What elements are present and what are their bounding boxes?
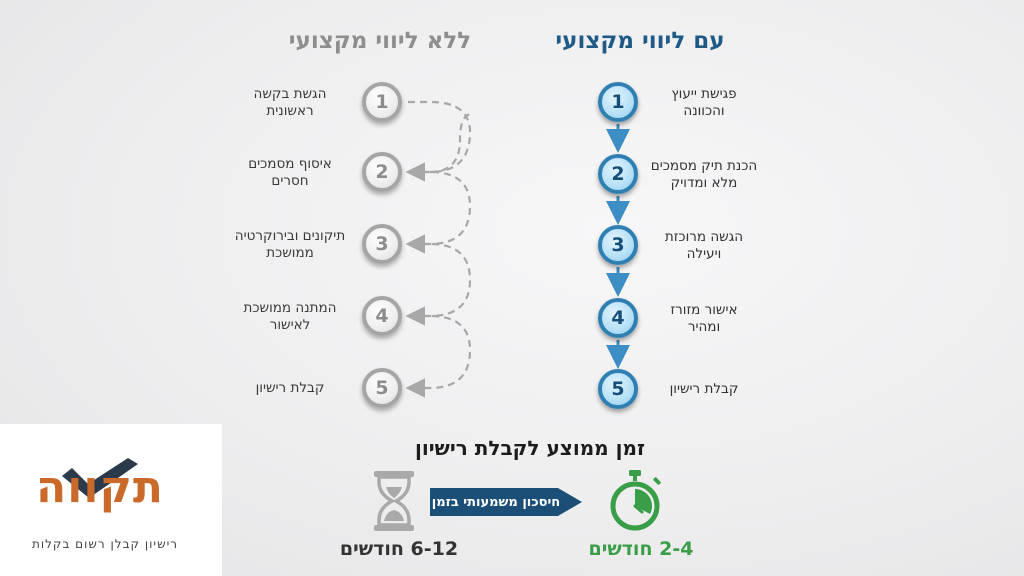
with-step-3-circle: 3 [598, 225, 638, 265]
time-savings-arrow [430, 488, 582, 516]
without-step-1-circle: 1 [362, 82, 402, 122]
with-step-4-circle: 4 [598, 298, 638, 338]
stopwatch-icon [610, 470, 661, 531]
checkmark-icon [62, 458, 138, 498]
slow-duration: 6-12 חודשים [339, 538, 459, 560]
without-step-5-circle: 5 [362, 368, 402, 408]
without-guidance-arrows [405, 100, 473, 398]
logo-panel: תקווה רישיון קבלן רשום בקלות [0, 424, 222, 576]
logo-wordmark: תקווה [36, 462, 164, 513]
hourglass-icon [374, 471, 414, 531]
with-step-2-circle: 2 [598, 154, 638, 194]
logo-tagline: רישיון קבלן רשום בקלות [31, 537, 179, 551]
with-step-1-circle: 1 [598, 82, 638, 122]
fast-duration: 2-4 חודשים [588, 538, 694, 560]
with-step-5-circle: 5 [598, 369, 638, 409]
time-savings-label: חיסכון משמעותי בזמן [431, 494, 561, 510]
without-step-2-circle: 2 [362, 152, 402, 192]
without-step-4-circle: 4 [362, 296, 402, 336]
without-step-3-circle: 3 [362, 224, 402, 264]
without-guidance-title: ללא ליווי מקצועי [288, 28, 472, 54]
average-time-title: זמן ממוצע לקבלת רישיון [415, 436, 645, 460]
with-guidance-title: עם ליווי מקצועי [555, 28, 725, 54]
without-step-5-label: קבלת רישיון [255, 380, 325, 396]
with-step-5-label: קבלת רישיון [669, 381, 739, 397]
